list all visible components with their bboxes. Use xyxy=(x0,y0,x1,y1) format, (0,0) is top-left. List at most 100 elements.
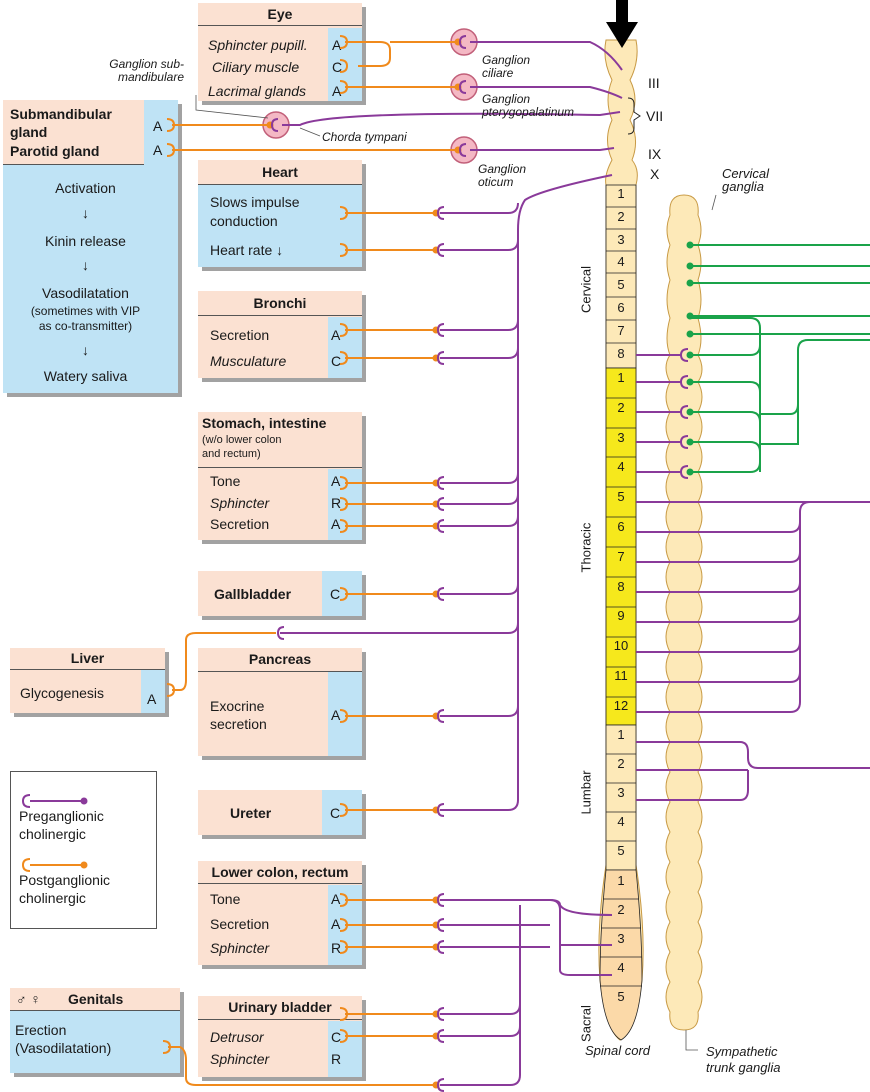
legend-post-2: cholinergic xyxy=(19,890,86,906)
bladder-box: Urinary bladder Detrusor C Sphincter R xyxy=(198,996,362,1077)
region-lumbar: Lumbar xyxy=(578,770,594,815)
segment-thoracic-10: 10 xyxy=(613,638,629,654)
segment-sacral-4: 4 xyxy=(617,960,625,975)
pancreas-row-2: secretion xyxy=(210,716,267,732)
pancreas-row-1: Exocrine xyxy=(210,698,265,714)
segment-cervical-1: 1 xyxy=(617,186,625,201)
entry-arrow xyxy=(606,0,638,48)
segment-lumbar-2: 2 xyxy=(617,756,625,771)
bladder-title: Urinary bladder xyxy=(198,996,362,1020)
ganglion-oticum xyxy=(450,136,478,164)
ganglion-submand xyxy=(262,111,290,139)
ganglion-oticum-label: Ganglion oticum xyxy=(478,163,526,189)
oticum-line1: Ganglion xyxy=(478,162,527,176)
genitals-row-1: Erection xyxy=(15,1022,67,1038)
seq-vip-2: as co-transmitter) xyxy=(38,319,133,333)
segment-cervical-6: 6 xyxy=(617,300,625,315)
nerve-vii: VII xyxy=(646,108,664,124)
genitals-title: Genitals xyxy=(68,991,124,1007)
submand-line2: mandibulare xyxy=(117,70,184,84)
stomach-title: Stomach, intestine xyxy=(202,415,327,431)
genitals-symbols: ♂ ♀ xyxy=(16,991,41,1007)
segment-sacral-1: 1 xyxy=(617,873,625,888)
segment-lumbar-4: 4 xyxy=(617,814,625,829)
segment-thoracic-7: 7 xyxy=(617,548,625,564)
stomach-row-3-code: A xyxy=(331,516,341,532)
eye-row-2: Ciliary muscle xyxy=(212,59,300,75)
segment-thoracic-5: 5 xyxy=(617,489,625,505)
colon-row-3-code: R xyxy=(331,940,342,956)
pancreas-row-2-code: A xyxy=(331,707,341,723)
heart-title: Heart xyxy=(198,160,362,185)
ureter-code: C xyxy=(330,805,341,821)
seq-arrow-2: ↓ xyxy=(82,257,89,273)
bladder-row-2-code: R xyxy=(331,1051,342,1067)
seq-arrow-3: ↓ xyxy=(82,342,89,358)
eye-row-3-code: A xyxy=(332,83,342,99)
ganglion-pterygo xyxy=(450,73,478,101)
oticum-line2: oticum xyxy=(478,175,514,189)
legend-post-1: Postganglionic xyxy=(19,872,111,888)
trunk-line2: trunk ganglia xyxy=(706,1060,781,1075)
cervical-ganglia-line2: ganglia xyxy=(722,179,764,194)
sym-cups xyxy=(679,348,689,479)
eye-title: Eye xyxy=(198,3,362,26)
segment-thoracic-9: 9 xyxy=(617,608,625,624)
segment-cervical-3: 3 xyxy=(617,231,625,247)
bladder-row-1: Detrusor xyxy=(210,1029,264,1045)
nerve-x: X xyxy=(650,166,660,182)
pterygo-line1: Ganglion xyxy=(482,92,531,106)
salivary-row-3-code: A xyxy=(153,142,163,158)
liver-title: Liver xyxy=(10,648,165,670)
ganglion-ciliare-label: Ganglion ciliare xyxy=(482,54,530,80)
vii-bracket xyxy=(627,97,641,135)
legend-pre-2: cholinergic xyxy=(19,826,86,842)
chorda-tympani-label: Chorda tympani xyxy=(322,130,407,144)
sacral-segments xyxy=(599,869,643,1041)
bronchi-box: Bronchi Secretion A Musculature C xyxy=(198,291,362,378)
stomach-row-3: Secretion xyxy=(210,516,270,532)
salivary-row-1: Submandibular xyxy=(10,106,112,122)
stomach-row-2-code: R xyxy=(331,495,342,511)
segment-sacral-5: 5 xyxy=(617,989,625,1004)
eye-row-1: Sphincter pupill. xyxy=(208,37,308,53)
bronchi-title: Bronchi xyxy=(198,291,362,316)
seq-kinin: Kinin release xyxy=(45,233,126,249)
heart-row-3: Heart rate ↓ xyxy=(210,242,284,258)
segment-thoracic-12: 12 xyxy=(613,697,629,713)
heart-box: Heart Slows impulse conduction Heart rat… xyxy=(198,160,362,267)
stomach-row-1-code: A xyxy=(331,473,341,489)
bladder-row-1-code: C xyxy=(331,1029,342,1045)
eye-row-2-code: C xyxy=(332,59,343,75)
liver-box: Liver Glycogenesis A xyxy=(10,648,165,713)
legend-box: Preganglionic cholinergic Postganglionic… xyxy=(10,771,157,929)
region-cervical: Cervical xyxy=(578,266,594,313)
segment-lumbar-1: 1 xyxy=(617,727,625,742)
segment-cervical-7: 7 xyxy=(617,322,625,338)
ciliare-line1: Ganglion xyxy=(482,53,531,67)
bronchi-row-1-code: A xyxy=(331,327,341,343)
liver-row-1-code: A xyxy=(147,691,157,707)
segment-lumbar-5: 5 xyxy=(617,843,625,858)
sympathetic-pre xyxy=(636,354,870,801)
colon-row-3: Sphincter xyxy=(210,940,270,956)
ganglion-pterygo-label: Ganglion pterygopalatinum xyxy=(482,93,574,119)
seq-arrow-1: ↓ xyxy=(82,205,89,221)
colon-row-1: Tone xyxy=(210,891,241,907)
trunk-ganglia-label: Sympathetic trunk ganglia xyxy=(706,1044,780,1076)
heart-row-1: Slows impulse xyxy=(210,194,300,210)
colon-title: Lower colon, rectum xyxy=(198,861,362,884)
heart-row-2: conduction xyxy=(210,213,278,229)
ganglion-submand-label: Ganglion sub- mandibulare xyxy=(98,58,184,84)
segment-thoracic-3: 3 xyxy=(617,429,625,445)
stomach-row-2: Sphincter xyxy=(210,495,270,511)
cervical-ganglia-label: Cervical ganglia xyxy=(722,167,769,193)
stomach-box: Stomach, intestine (w/o lower colon and … xyxy=(198,412,362,540)
liver-row-1: Glycogenesis xyxy=(20,685,105,701)
submand-line1: Ganglion sub- xyxy=(109,57,184,71)
sympathetic-chain xyxy=(665,194,703,1031)
segment-thoracic-8: 8 xyxy=(617,578,625,594)
ganglion-ciliare xyxy=(450,28,478,56)
nerve-ix: IX xyxy=(648,146,662,162)
genitals-row-2: (Vasodilatation) xyxy=(15,1040,112,1056)
